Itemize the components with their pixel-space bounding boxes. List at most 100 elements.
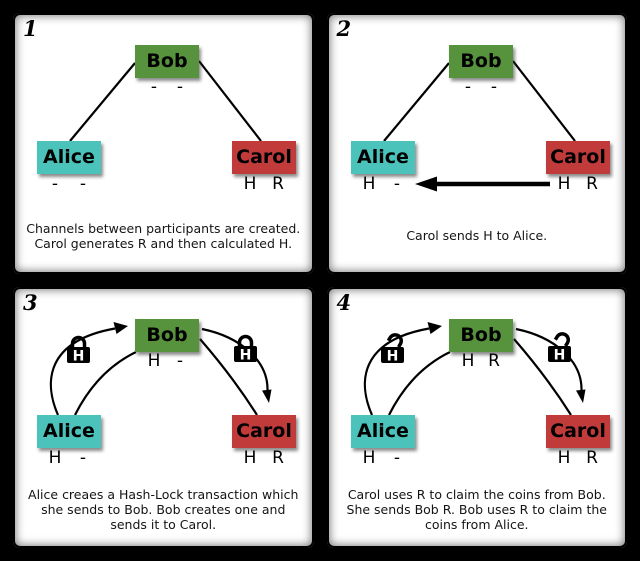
panel-caption: Channels between participants are create… [26,220,301,251]
actor-name-carol: Carol [550,420,606,442]
state-label-bob-left: - [151,77,157,97]
hashlock-tx-arrow-bob-to-carol [202,327,272,403]
state-label-alice-right: - [80,174,86,194]
channel-line-alice-bob [74,351,137,416]
arrowhead-icon [414,176,437,192]
closed-lock-icon-left: H [67,335,91,365]
panel-caption: Carol uses R to claim the coins from Bob… [346,487,607,532]
channel-line-alice-bob [387,351,451,416]
caption-area: Channels between participants are create… [13,197,314,274]
actor-name-alice: Alice [43,146,95,168]
lock-letter: H [386,349,398,365]
actor-name-bob: Bob [147,50,188,72]
open-lock-icon-left: H [380,333,404,365]
state-label-bob-left: - [465,77,471,97]
actor-name-bob: Bob [460,50,501,72]
lock-letter: H [240,348,252,364]
lock-letter: H [553,348,565,364]
caption-area: Carol sends H to Alice. [327,197,628,274]
state-label-bob-left: H [461,351,474,371]
actor-box-alice [350,141,415,174]
hashlock-tx-arrow-alice-to-bob [50,322,129,416]
panel-2-diagram: Bob - - Alice H - Carol H R [350,45,610,194]
actor-box-carol [545,415,610,448]
lock-letter: H [73,349,85,365]
actor-box-bob [135,45,200,78]
state-label-alice-right: - [394,448,400,468]
closed-lock-icon-right: H [234,334,258,364]
state-label-bob-right: R [488,351,500,371]
state-label-carol-right: R [586,174,598,194]
caption-area: Carol uses R to claim the coins from Bob… [327,471,628,548]
actor-box-alice [37,415,102,448]
channel-line-bob-carol [198,60,263,142]
state-label-alice-left: H [49,448,62,468]
panel-caption: Carol sends H to Alice. [406,228,548,243]
channel-line-alice-bob [382,62,450,142]
actor-box-carol [545,141,610,174]
panel-1: 1 Bob - - Alice - - Carol H R Channels b… [13,13,314,274]
state-label-carol-right: R [272,448,284,468]
actor-name-bob: Bob [460,324,501,346]
state-label-bob-right: - [177,351,183,371]
lock-body [67,347,91,363]
state-label-alice-left: - [52,174,58,194]
open-lock-icon-right: H [547,332,571,364]
actor-name-bob: Bob [147,324,188,346]
state-label-bob-left: H [148,351,161,371]
lock-shackle [238,334,254,346]
actor-box-bob [448,319,513,352]
arrow-shaft [50,327,116,416]
panel-number: 1 [23,16,38,41]
channel-line-bob-carol [511,60,576,142]
state-label-alice-left: H [362,174,375,194]
lock-body [380,347,404,363]
panel-number: 3 [23,290,38,315]
panel-caption: Alice creaes a Hash-Lock transaction whi… [28,487,299,532]
arrowhead-icon [262,389,272,403]
panel-1-diagram: Bob - - Alice - - Carol H R [37,45,297,194]
state-label-carol-right: R [272,174,284,194]
actor-box-alice [37,141,102,174]
lock-shackle-open [553,332,570,347]
state-label-carol-left: H [244,174,257,194]
panel-2: 2 Bob - - Alice H - Carol H R Carol send… [326,13,628,274]
lock-body [234,346,258,362]
panel-3: 3 H H Bob H [13,287,314,548]
state-label-carol-left: H [557,174,570,194]
panel-number: 2 [336,16,352,41]
hashlock-tx-arrow-alice-to-bob [363,322,442,416]
caption-area: Alice creaes a Hash-Lock transaction whi… [13,471,314,548]
state-label-carol-left: H [244,448,257,468]
channel-line-bob-carol [199,338,259,416]
arrowhead-icon [427,322,442,334]
actor-name-alice: Alice [357,420,409,442]
channel-line-alice-bob [69,62,137,142]
arrowhead-icon [575,389,586,403]
state-label-alice-right: - [80,448,86,468]
actor-box-bob [135,319,200,352]
state-label-bob-right: - [491,77,497,97]
lock-shackle-open [386,333,403,348]
panel-4-diagram: H H Bob H R Alice H - Carol H R [350,319,610,468]
state-label-carol-right: R [586,448,598,468]
actor-box-carol [232,141,297,174]
lock-body [547,346,571,362]
actor-name-carol: Carol [236,146,292,168]
state-label-alice-left: H [362,448,375,468]
panel-number: 4 [336,290,352,315]
actor-box-alice [350,415,415,448]
actor-box-carol [232,415,297,448]
actor-name-carol: Carol [236,420,292,442]
arrowhead-icon [113,322,129,334]
hashlock-tx-arrow-bob-to-carol [515,327,586,403]
actor-name-alice: Alice [357,146,409,168]
actor-box-bob [448,45,513,78]
arrow-shaft [363,327,429,416]
send-h-arrow-carol-to-alice [414,176,550,192]
channel-line-bob-carol [512,338,572,416]
state-label-bob-right: - [177,77,183,97]
actor-name-alice: Alice [43,420,95,442]
panel-4: 4 H H Bob H [326,287,628,548]
